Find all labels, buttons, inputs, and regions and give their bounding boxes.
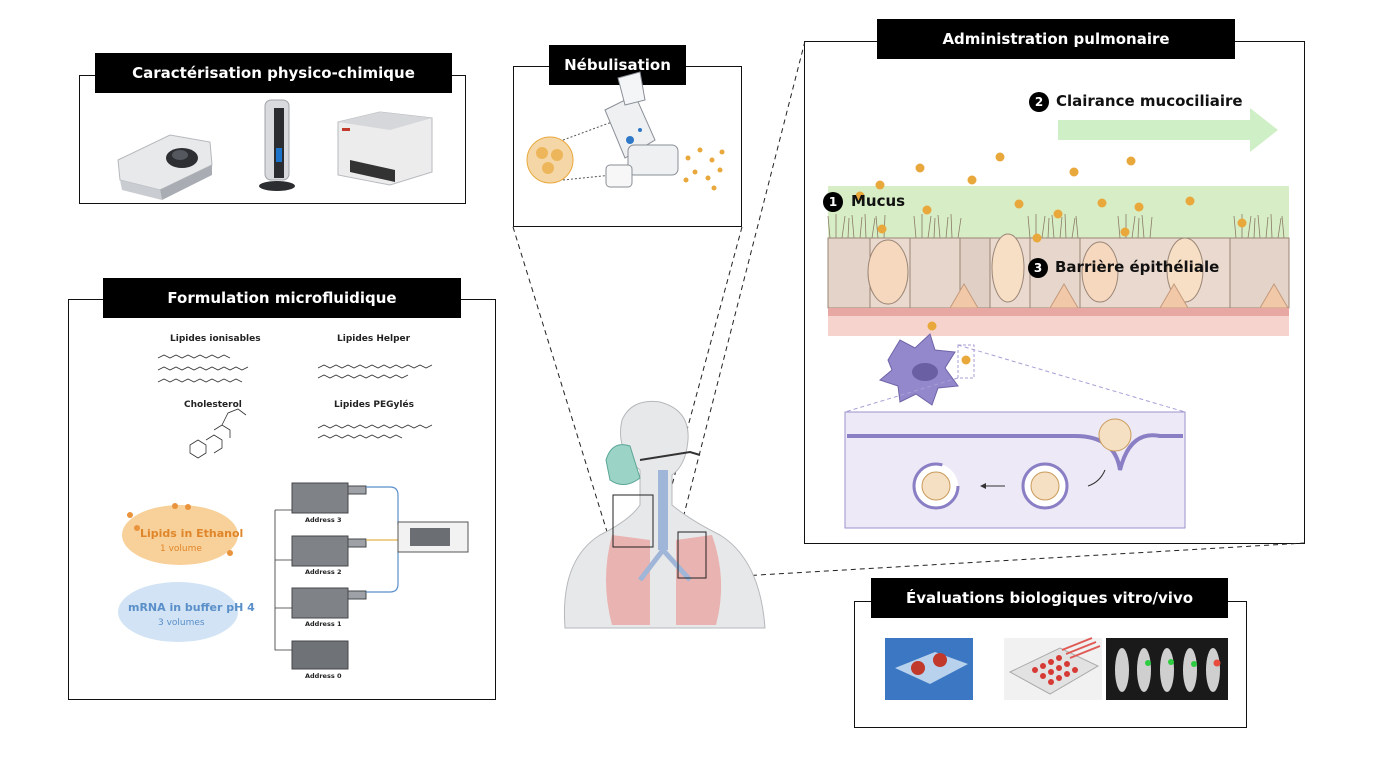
buffer-phase-label: mRNA in buffer pH 4 (128, 601, 255, 614)
zoom-connector-lines (512, 40, 1306, 579)
human-torso-icon (563, 400, 766, 629)
step2-badge: 2 (1029, 92, 1049, 112)
endosome-icons (912, 418, 1132, 510)
step1-label: Mucus (851, 192, 906, 210)
step2-label: Clairance mucociliaire (1056, 92, 1243, 110)
step3-badge: 3 (1028, 258, 1048, 278)
ethanol-phase-label: Lipids in Ethanol (140, 527, 244, 540)
ethanol-volume-label: 1 volume (160, 544, 202, 554)
evaluations-title: Évaluations biologiques vitro/vivo (871, 578, 1228, 618)
lipid-label-pegyles: Lipides PEGylés (334, 400, 414, 410)
lipid-structures (157, 354, 433, 459)
ethanol-blob (122, 505, 238, 565)
clearance-arrow (1058, 108, 1278, 152)
pump-label-0: Address 0 (305, 672, 342, 680)
in-vivo-imaging-icon (1106, 638, 1228, 700)
buffer-blob (118, 582, 238, 642)
microfluidique-panel (68, 299, 496, 700)
step3-label: Barrière épithéliale (1055, 258, 1220, 276)
multiwell-plate-icon (1004, 637, 1102, 700)
microfluidic-chip-icon (397, 521, 469, 553)
pump-label-1: Address 1 (305, 620, 342, 628)
pump-label-3: Address 3 (305, 516, 342, 524)
tower-instrument-icon (259, 99, 295, 191)
pump-label-2: Address 2 (305, 568, 342, 576)
step1-badge: 1 (823, 192, 843, 212)
microfluidique-title: Formulation microfluidique (103, 278, 461, 318)
lipid-label-helper: Lipides Helper (337, 334, 411, 344)
nanoparticles (855, 152, 1247, 365)
syringe-pumps (291, 482, 367, 670)
physico-title: Caractérisation physico-chimique (95, 53, 452, 93)
size-analyzer-icon (117, 134, 213, 200)
transwell-plate-icon (885, 638, 973, 700)
lipid-label-cholesterol: Cholesterol (184, 400, 242, 410)
plate-reader-icon (337, 111, 433, 186)
lipid-label-ionisables: Lipides ionisables (170, 334, 261, 344)
nebuliser-icon (604, 71, 679, 188)
buffer-volume-label: 3 volumes (158, 618, 205, 628)
nebulisation-title: Nébulisation (549, 45, 686, 85)
pulmonaire-title: Administration pulmonaire (877, 19, 1235, 59)
macrophage-icon (878, 333, 959, 406)
